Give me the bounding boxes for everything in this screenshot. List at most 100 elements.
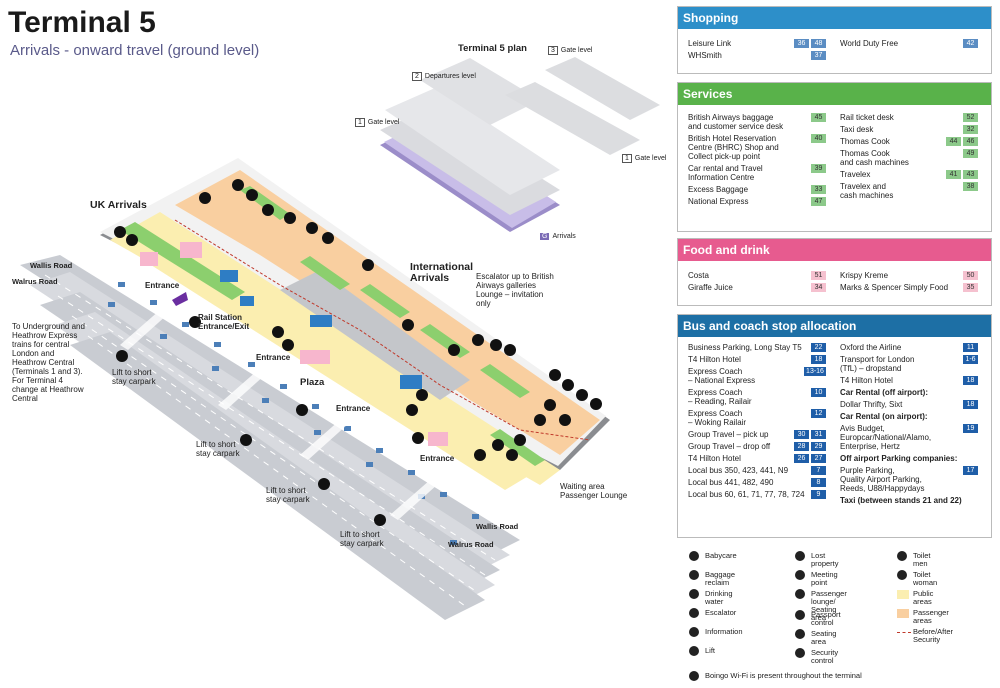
entrance-label-1: Entrance bbox=[145, 281, 180, 290]
terminal-map-drawing bbox=[20, 57, 660, 620]
services-row-name: Thomas Cook bbox=[840, 137, 890, 146]
services-stop-badge: 32 bbox=[963, 125, 978, 134]
bus-row-name: Group Travel – pick up bbox=[688, 430, 769, 439]
security-icon bbox=[795, 648, 805, 658]
bus-stop-badge: 18 bbox=[811, 355, 826, 364]
rail-station-label: Rail Station Entrance/Exit bbox=[198, 313, 250, 331]
lounge-icon bbox=[795, 589, 805, 599]
services-stop-badge: 46 bbox=[963, 137, 978, 146]
services-stop-badge: 49 bbox=[963, 149, 978, 158]
waiting-area-label: Waiting area Passenger Lounge bbox=[560, 482, 628, 500]
services-row-name: Travelex bbox=[840, 170, 871, 179]
services-stop-badge: 39 bbox=[811, 164, 826, 173]
shopping-stop-badge: 48 bbox=[811, 39, 826, 48]
international-arrivals-label: International Arrivals bbox=[410, 261, 474, 284]
passport-icon bbox=[795, 610, 805, 620]
bus-row-name: T4 Hilton Hotel bbox=[688, 454, 741, 463]
services-row-name: Taxi desk bbox=[840, 125, 874, 134]
services-row-name: Rail ticket desk bbox=[840, 113, 894, 122]
bus-stop-badge: 13-16 bbox=[804, 367, 826, 376]
bus-row-name: Express Coach – National Express bbox=[688, 367, 756, 385]
services-stop-badge: 45 bbox=[811, 113, 826, 122]
services-row-name: British Hotel Reservation Centre (BHRC) … bbox=[688, 134, 779, 161]
toilet-women-icon bbox=[897, 570, 907, 580]
meeting-point-icon bbox=[795, 570, 805, 580]
legend-label: Passenger areas bbox=[913, 608, 949, 625]
wifi-icon bbox=[689, 671, 699, 681]
bus-stop-badge: 19 bbox=[963, 424, 978, 433]
lift-label-4: Lift to short stay carpark bbox=[340, 530, 384, 548]
baby-icon bbox=[689, 551, 699, 561]
food-stop-badge: 35 bbox=[963, 283, 978, 292]
lost-property-icon bbox=[795, 551, 805, 561]
services-row-name: Excess Baggage bbox=[688, 185, 749, 194]
legend-label: Passenger lounge/ Seating area bbox=[811, 589, 847, 622]
terminal-building bbox=[100, 158, 610, 490]
bus-row-name: T4 Hilton Hotel bbox=[688, 355, 741, 364]
bus-row-name: Taxi (between stands 21 and 22) bbox=[840, 496, 962, 505]
food-stop-badge: 51 bbox=[811, 271, 826, 280]
services-row-name: British Airways baggage and customer ser… bbox=[688, 113, 784, 131]
lift-label-2: Lift to short stay carpark bbox=[196, 440, 240, 458]
bus-stop-badge: 18 bbox=[963, 376, 978, 385]
bus-row-name: Local bus 60, 61, 71, 77, 78, 724 bbox=[688, 490, 805, 499]
legend-label: Escalator bbox=[705, 608, 737, 617]
bus-row-name: Business Parking, Long Stay T5 bbox=[688, 343, 802, 352]
services-stop-badge: 41 bbox=[946, 170, 961, 179]
shopping-row-name: World Duty Free bbox=[840, 39, 899, 48]
services-row-name: Car rental and Travel Information Centre bbox=[688, 164, 763, 182]
bus-stop-badge: 9 bbox=[811, 490, 826, 499]
bus-row-name: Car Rental (off airport): bbox=[840, 388, 928, 397]
legend-label: Seating area bbox=[811, 629, 837, 646]
bus-row-name: Express Coach – Reading, Railair bbox=[688, 388, 752, 406]
bus-stop-badge: 18 bbox=[963, 400, 978, 409]
bus-row-name: Car Rental (on airport): bbox=[840, 412, 928, 421]
plaza-label: Plaza bbox=[300, 377, 325, 388]
bus-stop-badge: 7 bbox=[811, 466, 826, 475]
page-title: Terminal 5 bbox=[8, 6, 156, 39]
escalator-note: Escalator up to British Airways gallerie… bbox=[476, 272, 554, 308]
legend-label: Drinking water bbox=[705, 589, 733, 606]
food-row-name: Giraffe Juice bbox=[688, 283, 733, 292]
services-stop-badge: 40 bbox=[811, 134, 826, 143]
shopping-row-name: Leisure Link bbox=[688, 39, 732, 48]
legend-label: Lift bbox=[705, 646, 716, 655]
services-stop-badge: 44 bbox=[946, 137, 961, 146]
escalator-icon bbox=[689, 608, 699, 618]
legend-label: Before/After Security bbox=[913, 627, 954, 644]
bus-stop-badge: 12 bbox=[811, 409, 826, 418]
bus-stop-badge: 10 bbox=[811, 388, 826, 397]
legend-label: Toilet woman bbox=[913, 570, 938, 587]
bus-row-name: Group Travel – drop off bbox=[688, 442, 771, 451]
road-label-3: Wallis Road bbox=[476, 522, 519, 531]
page-subtitle: Arrivals - onward travel (ground level) bbox=[10, 42, 260, 59]
road-label-4: Walrus Road bbox=[448, 540, 494, 549]
food-row-name: Krispy Kreme bbox=[840, 271, 889, 280]
water-icon bbox=[689, 589, 699, 599]
services-stop-badge: 47 bbox=[811, 197, 826, 206]
bus-stop-badge: 29 bbox=[811, 442, 826, 451]
bus-stop-badge: 8 bbox=[811, 478, 826, 487]
services-header: Services bbox=[678, 83, 991, 105]
services-row-name: Travelex and cash machines bbox=[840, 182, 894, 200]
legend-label: Public areas bbox=[913, 589, 934, 606]
services-row-name: Thomas Cook and cash machines bbox=[840, 149, 909, 167]
bus-stop-badge: 17 bbox=[963, 466, 978, 475]
public-swatch bbox=[897, 590, 909, 599]
bus-row-name: Local bus 441, 482, 490 bbox=[688, 478, 774, 487]
wifi-label: Boingo Wi-Fi is present throughout the t… bbox=[705, 671, 862, 680]
legend-label: Passport control bbox=[811, 610, 841, 627]
shopping-stop-badge: 37 bbox=[811, 51, 826, 60]
bus-row-name: Purple Parking, Quality Airport Parking,… bbox=[840, 466, 925, 493]
map-icons bbox=[114, 179, 602, 526]
seat-icon bbox=[795, 629, 805, 639]
food-stop-badge: 50 bbox=[963, 271, 978, 280]
road-label-2: Walrus Road bbox=[12, 277, 58, 286]
